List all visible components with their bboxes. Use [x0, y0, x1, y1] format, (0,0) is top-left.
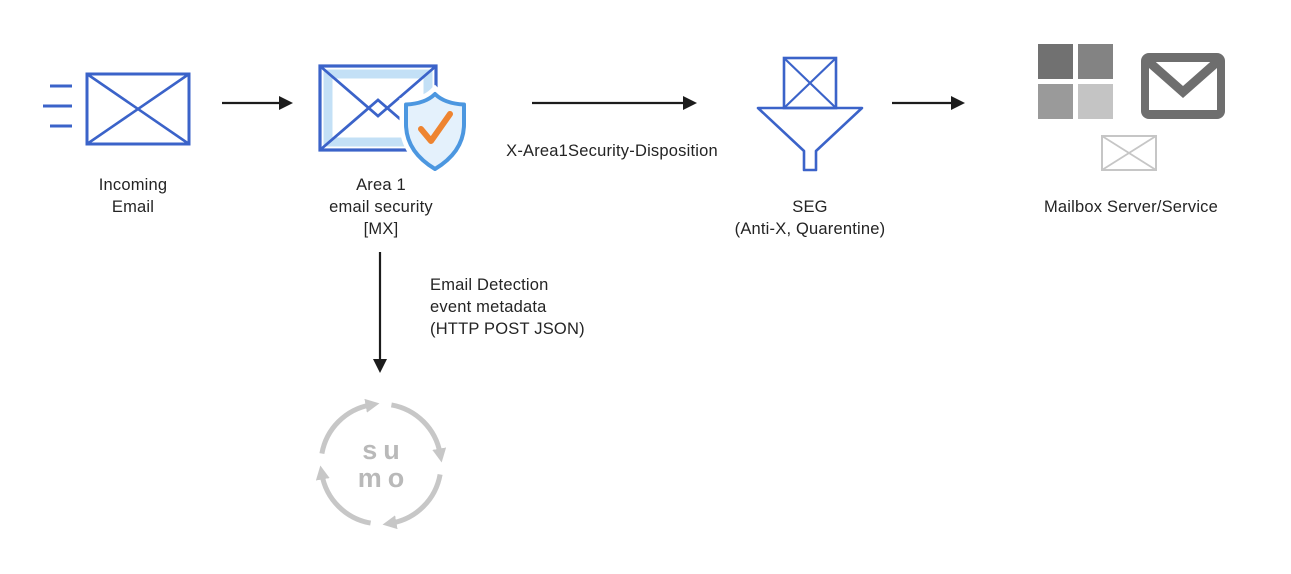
incoming-email-icon	[42, 72, 192, 153]
seg-label-line2: (Anti-X, Quarentine)	[734, 220, 886, 238]
arrow-incoming-to-area1	[222, 94, 294, 117]
area1-label-line1: Area 1	[356, 176, 406, 194]
sumo-logo-text-line1: su	[362, 435, 406, 465]
mailbox-label: Mailbox Server/Service	[1043, 198, 1219, 216]
envelope-icon-small	[1100, 131, 1160, 178]
area1-email-security-icon	[318, 62, 471, 181]
incoming-email-label-line2: Email	[111, 198, 155, 216]
arrow-seg-to-mailbox	[892, 94, 966, 117]
arrow-area1-to-sumo	[371, 252, 389, 379]
metadata-label-line1: Email Detection	[430, 276, 549, 294]
area1-label-line2: email security	[329, 198, 433, 216]
metadata-label-line2: event metadata	[430, 298, 547, 316]
disposition-header-label: X-Area1Security-Disposition	[506, 142, 718, 160]
sumo-logo-text: su mo	[312, 395, 450, 533]
area1-label-line3: [MX]	[363, 220, 399, 238]
microsoft-logo-icon	[1038, 44, 1114, 125]
incoming-email-label-line1: Incoming	[98, 176, 168, 194]
sumo-logic-logo-icon	[312, 395, 450, 538]
seg-label: SEG (Anti-X, Quarentine)	[725, 196, 895, 240]
arrow-area1-to-seg	[532, 94, 698, 117]
seg-filter-icon	[756, 56, 864, 179]
incoming-email-label: Incoming Email	[58, 174, 208, 218]
area1-label: Area 1 email security [MX]	[306, 174, 456, 240]
metadata-label-line3: (HTTP POST JSON)	[430, 320, 585, 338]
seg-label-line1: SEG	[792, 198, 828, 216]
metadata-label: Email Detection event metadata (HTTP POS…	[430, 274, 640, 340]
sumo-logo-text-line2: mo	[357, 463, 411, 493]
gmail-icon	[1140, 52, 1226, 125]
